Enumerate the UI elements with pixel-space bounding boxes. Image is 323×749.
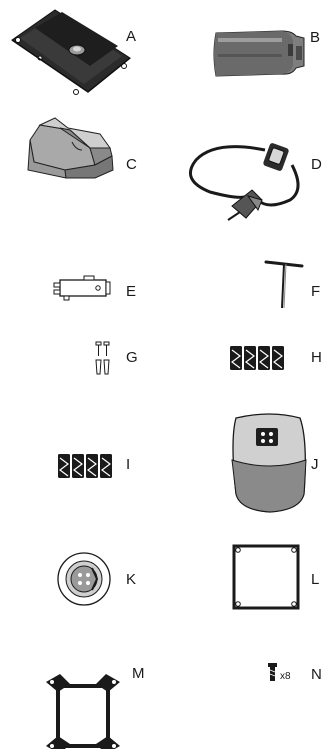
part-label-n: N <box>311 667 322 682</box>
screw-quantity: x8 <box>280 672 291 682</box>
